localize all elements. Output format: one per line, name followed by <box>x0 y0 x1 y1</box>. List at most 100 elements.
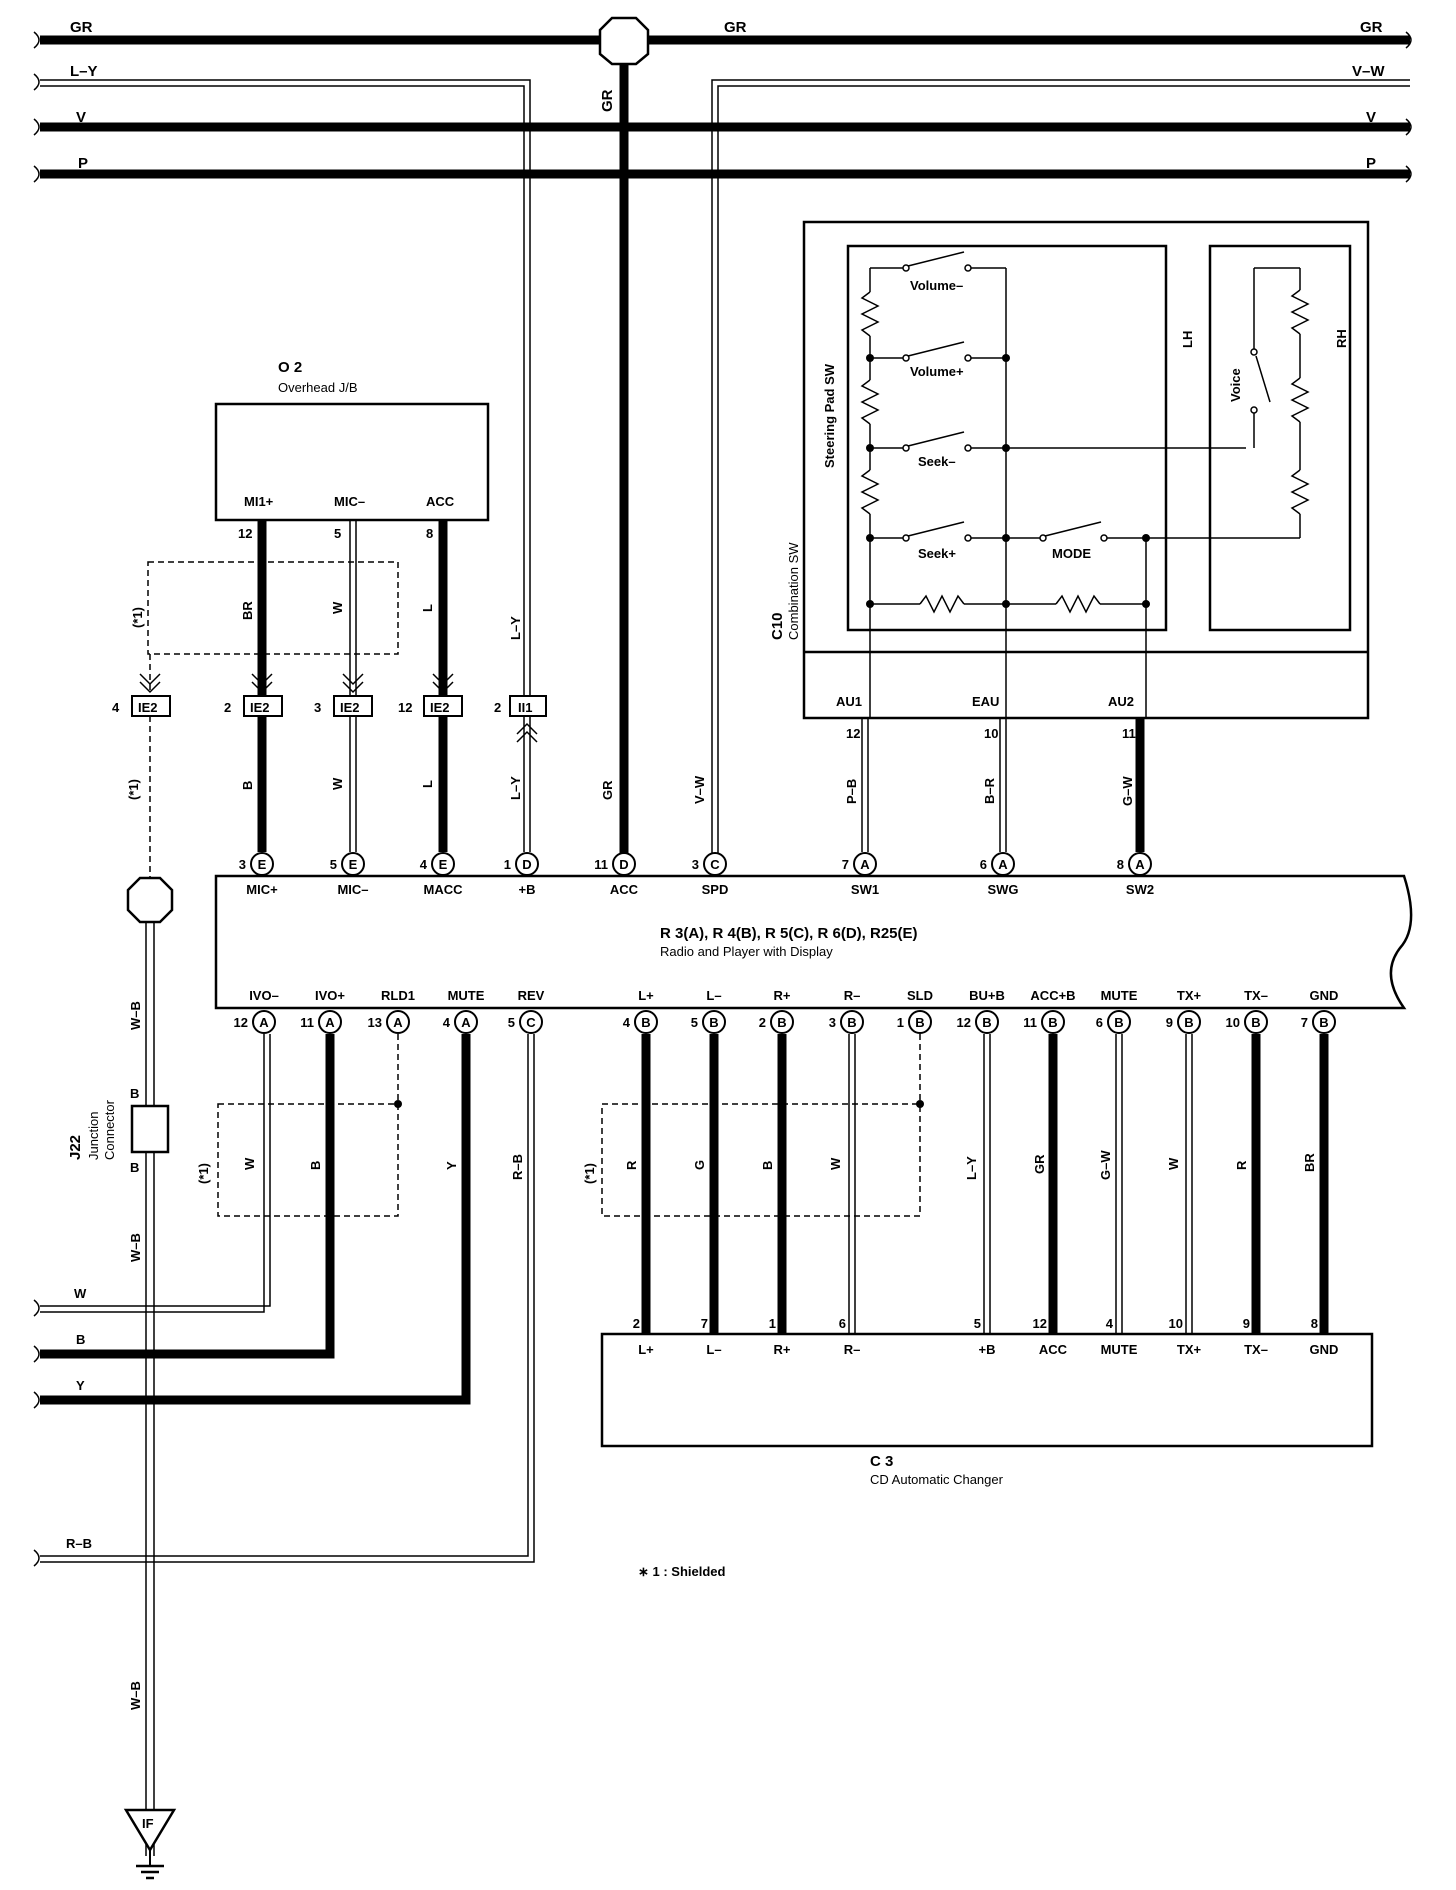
radio-bottom-pin-ring <box>454 1010 478 1034</box>
radio-top-pin-name: SW2 <box>1126 882 1154 897</box>
ie2-connectors: IE2 IE2 IE2 IE2 II1 4 2 3 12 2 <box>112 695 547 743</box>
shield-box-upper <box>147 561 399 655</box>
radio-bottom-pin-num: 2 <box>759 1015 766 1030</box>
ie2-1: IE2 <box>138 700 158 715</box>
shield-note-lower1: (*1) <box>196 1163 211 1184</box>
gr-vertical-label: GR <box>599 89 616 112</box>
c3-pin-num: 7 <box>701 1316 708 1331</box>
radio-top-pin-ring <box>703 852 727 876</box>
radio-top-pin-ring <box>1128 852 1152 876</box>
c3-pin-num: 6 <box>839 1316 846 1331</box>
wire-vw-mid: V–W <box>692 775 707 804</box>
radio-top-pin-conn: A <box>998 857 1008 872</box>
lw-r1: R <box>624 1160 639 1170</box>
j22-name2: Connector <box>102 1099 117 1160</box>
radio-bottom-pin-name: RLD1 <box>381 988 415 1003</box>
wire-ly-mid: L–Y <box>508 776 523 800</box>
radio-bottom-pin-conn: B <box>1251 1015 1260 1030</box>
radio-bottom-pin-ring <box>318 1010 342 1034</box>
radio-bottom-pin-num: 6 <box>1096 1015 1103 1030</box>
left-outputs: W B Y R–B <box>33 1286 92 1567</box>
sw-seek-minus: Seek– <box>918 454 956 469</box>
radio-top-pin-num: 11 <box>594 857 608 872</box>
wire-br: BR <box>240 601 255 620</box>
c3-pin-num: 4 <box>1106 1316 1114 1331</box>
radio-bottom-pin-conn: B <box>1048 1015 1057 1030</box>
shield-legend: ∗ 1 : Shielded <box>638 1564 726 1579</box>
c10-pinnum-12: 12 <box>846 726 860 741</box>
radio-bottom-pin-ring <box>1107 1010 1131 1034</box>
c3-pin-num: 12 <box>1033 1316 1047 1331</box>
c10-pin-au1: AU1 <box>836 694 862 709</box>
c3-pin-name: R– <box>844 1342 861 1357</box>
bus-label-v: V <box>76 109 86 126</box>
c3-pin-name: R+ <box>774 1342 791 1357</box>
radio-top-pin-num: 7 <box>842 857 849 872</box>
radio-bottom-pin-name: L– <box>706 988 721 1003</box>
wire-w-mid: W <box>330 777 345 790</box>
wire-b-mid: B <box>240 781 255 790</box>
o2-pin-acc: ACC <box>426 494 455 509</box>
radio-top-pin-num: 1 <box>504 857 511 872</box>
radio-bottom-pin-conn: B <box>641 1015 650 1030</box>
radio-bottom-pin-ring <box>770 1010 794 1034</box>
o2-overhead-jb: O 2 Overhead J/B MI1+ MIC– ACC 12 5 8 <box>214 359 490 541</box>
c3-pin-name: GND <box>1310 1342 1339 1357</box>
c3-name: CD Automatic Changer <box>870 1472 1004 1487</box>
radio-top-pin-ring <box>612 852 636 876</box>
radio-bottom-pin-name: GND <box>1310 988 1339 1003</box>
radio-bottom-pin-num: 10 <box>1226 1015 1240 1030</box>
wire-l-mid: L <box>420 780 435 788</box>
bus-label-ly: L–Y <box>70 63 98 80</box>
radio-top-pin-num: 4 <box>420 857 428 872</box>
sw-voice: Voice <box>1228 368 1243 402</box>
radio-bottom-pin-conn: B <box>1114 1015 1123 1030</box>
radio-top-pin-conn: A <box>860 857 870 872</box>
radio-top-pin-conn: E <box>349 857 358 872</box>
left-y: Y <box>76 1378 85 1393</box>
lw-w1: W <box>242 1157 257 1170</box>
lw-r2: R <box>1234 1160 1249 1170</box>
o2-pinnum-5: 5 <box>334 526 341 541</box>
wire-pb-mid: P–B <box>844 779 859 804</box>
radio-bottom-pin-num: 1 <box>897 1015 904 1030</box>
radio-top-pin-ring <box>515 852 539 876</box>
radio-bottom-pin-conn: C <box>526 1015 536 1030</box>
radio-top-pin-name: +B <box>519 882 536 897</box>
c10-code: C10 <box>769 612 786 640</box>
radio-player: R 3(A), R 4(B), R 5(C), R 6(D), R25(E) R… <box>214 874 1413 1010</box>
radio-bottom-pin-num: 11 <box>1023 1015 1037 1030</box>
ie2-2: IE2 <box>250 700 270 715</box>
j22-name1: Junction <box>86 1112 101 1160</box>
bus-label-p: P <box>78 155 88 172</box>
ground-label: IF <box>142 1816 154 1831</box>
radio-top-pin-name: ACC <box>610 882 639 897</box>
radio-top-pin-name: MACC <box>424 882 464 897</box>
radio-bottom-pin-name: IVO+ <box>315 988 345 1003</box>
c3-pin-num: 2 <box>633 1316 640 1331</box>
o2-code: O 2 <box>278 359 302 376</box>
radio-bottom-pin-conn: B <box>709 1015 718 1030</box>
j22-pin-bottom: B <box>130 1160 139 1175</box>
radio-bottom-pin-conn: B <box>847 1015 856 1030</box>
lw-b2: B <box>760 1161 775 1170</box>
radio-top-pin-num: 5 <box>330 857 337 872</box>
j22-pin-top: B <box>130 1086 139 1101</box>
c3-pin-num: 5 <box>974 1316 981 1331</box>
radio-name: Radio and Player with Display <box>660 944 833 959</box>
ie2-3: IE2 <box>340 700 360 715</box>
c3-pin-name: ACC <box>1039 1342 1068 1357</box>
radio-top-pin-ring <box>431 852 455 876</box>
lw-w3: W <box>1166 1157 1181 1170</box>
wire-gr-mid: GR <box>600 780 615 800</box>
ie2-num-4: 12 <box>398 700 412 715</box>
radio-bottom-pin-name: IVO– <box>249 988 279 1003</box>
c10-name: Combination SW <box>786 542 801 640</box>
radio-top-pin-num: 8 <box>1117 857 1124 872</box>
c10-combination-sw: C10 Combination SW Steering Pad SW LH RH… <box>769 220 1370 741</box>
radio-top-pin-conn: D <box>522 857 531 872</box>
ie2-num-2: 2 <box>224 700 231 715</box>
c10-pin-au2: AU2 <box>1108 694 1134 709</box>
c3-pin-name: L+ <box>638 1342 654 1357</box>
